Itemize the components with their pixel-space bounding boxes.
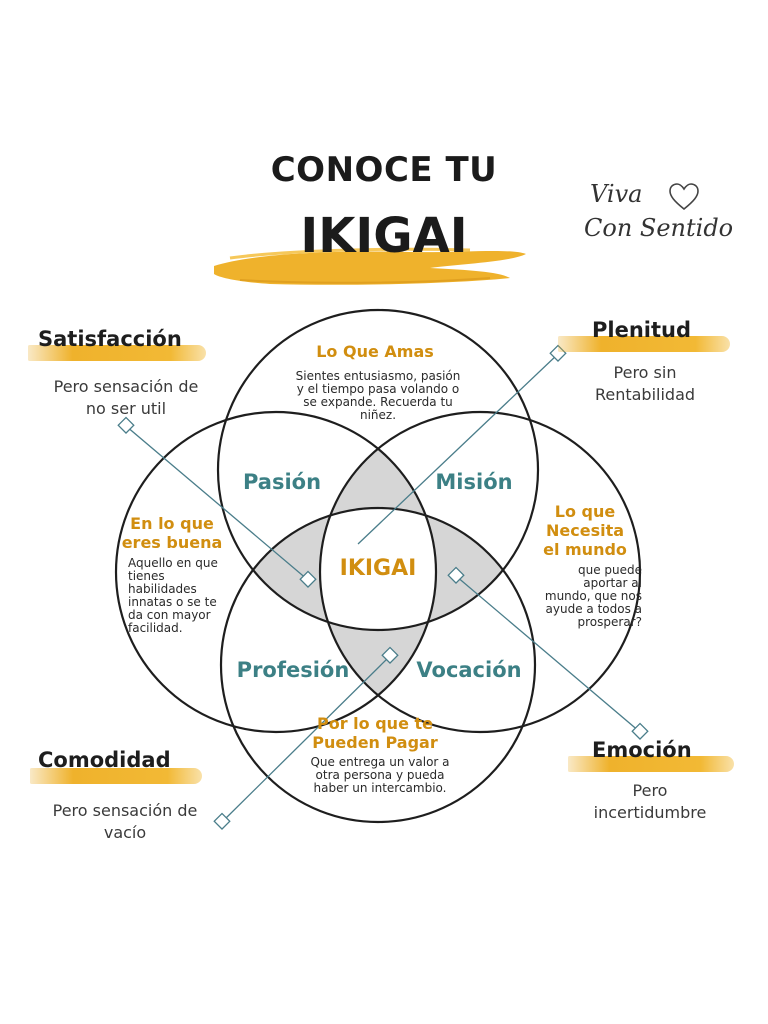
- circle-bottom: [219, 506, 537, 824]
- satisfaccion-highlight: [28, 345, 206, 361]
- title-line: En lo que: [130, 514, 214, 533]
- satisfaccion-title: Satisfacción: [38, 327, 182, 351]
- brand-logo: Viva Con Sentido: [580, 180, 740, 250]
- desc-line: otra persona y pueda: [315, 768, 445, 782]
- diamond-marker: [299, 570, 317, 588]
- circle-top-description: Sientes entusiasmo, pasión y el tiempo p…: [278, 370, 478, 422]
- page-title-line2: IKIGAI: [300, 208, 468, 264]
- desc-line: facilidad.: [128, 621, 183, 635]
- circle-top: [216, 308, 540, 632]
- satisfaccion-line1: Pero sensación de: [53, 377, 199, 396]
- desc-line: aportar al: [583, 576, 642, 590]
- circle-right-title: Lo que Necesita el mundo: [530, 502, 640, 559]
- overlap-top-bottom: [221, 508, 535, 630]
- title-line: Lo que: [554, 502, 616, 521]
- emocion-title: Emoción: [592, 738, 692, 762]
- desc-line: haber un intercambio.: [313, 781, 447, 795]
- desc-line: Sientes entusiasmo, pasión: [295, 369, 461, 383]
- emocion-line1: Pero: [632, 781, 668, 800]
- label-mision: Misión: [435, 470, 513, 494]
- diamond-marker: [631, 722, 649, 740]
- diamond-marker: [117, 416, 135, 434]
- emocion-line2: incertidumbre: [593, 803, 707, 822]
- brush-stroke: [214, 247, 526, 285]
- title-line: Por lo que te: [317, 714, 433, 733]
- connector-plenitud: [357, 353, 559, 545]
- plenitud-line2: Rentabilidad: [594, 385, 696, 404]
- title-line: el mundo: [543, 540, 627, 559]
- comodidad-line2: vacío: [103, 823, 147, 842]
- desc-line: niñez.: [359, 408, 397, 422]
- label-pasion: Pasión: [242, 470, 322, 494]
- title-line: eres buena: [121, 533, 223, 552]
- comodidad-highlight: [30, 768, 202, 784]
- comodidad-title: Comodidad: [38, 748, 171, 772]
- plenitud-highlight: [558, 336, 730, 352]
- connector-comodidad: [221, 655, 391, 823]
- heart-icon: [669, 183, 699, 211]
- plenitud-title: Plenitud: [592, 318, 692, 342]
- circle-right: [318, 410, 642, 734]
- title-line: Necesita: [545, 521, 625, 540]
- emocion-subtitle: Pero incertidumbre: [565, 780, 735, 824]
- circle-left-title: En lo que eres buena: [112, 514, 232, 552]
- desc-line: Que entrega un valor a: [310, 755, 450, 769]
- circle-top-title: Lo Que Amas: [316, 342, 434, 361]
- plenitud-line1: Pero sin: [613, 363, 677, 382]
- desc-line: prosperar?: [577, 615, 642, 629]
- comodidad-line1: Pero sensación de: [52, 801, 198, 820]
- title-line: Pueden Pagar: [312, 733, 438, 752]
- circle-left-description: Aquello en que tienes habilidades innata…: [128, 557, 248, 635]
- diamond-marker: [213, 812, 231, 830]
- comodidad-subtitle: Pero sensación de vacío: [20, 800, 230, 844]
- desc-line: habilidades: [128, 582, 197, 596]
- satisfaccion-subtitle: Pero sensación de no ser util: [26, 376, 226, 420]
- circle-right-description: que puede aportar al mundo, que nos ayud…: [522, 564, 642, 629]
- desc-line: innatas o se te: [128, 595, 217, 609]
- desc-line: da con mayor: [128, 608, 211, 622]
- diamond-marker: [381, 646, 399, 664]
- desc-line: ayude a todos a: [545, 602, 642, 616]
- desc-line: y el tiempo pasa volando o: [296, 382, 460, 396]
- circle-bottom-title: Por lo que te Pueden Pagar: [290, 714, 460, 752]
- circle-left: [114, 410, 438, 734]
- desc-line: que puede: [577, 563, 642, 577]
- label-vocacion: Vocación: [416, 658, 522, 682]
- circle-bottom-description: Que entrega un valor a otra persona y pu…: [290, 756, 470, 795]
- connector-emocion: [455, 575, 641, 733]
- satisfaccion-line2: no ser util: [85, 399, 167, 418]
- desc-line: tienes: [128, 569, 165, 583]
- logo-line1: Viva: [590, 180, 643, 208]
- desc-line: se expande. Recuerda tu: [303, 395, 453, 409]
- overlap-left-right: [320, 412, 436, 732]
- emocion-highlight: [568, 756, 734, 772]
- connector-satisfaccion: [125, 425, 309, 581]
- plenitud-subtitle: Pero sin Rentabilidad: [560, 362, 730, 406]
- page-title-line1: CONOCE TU: [270, 150, 498, 190]
- label-ikigai-center: IKIGAI: [339, 556, 417, 581]
- desc-line: mundo, que nos: [544, 589, 642, 603]
- label-profesion: Profesión: [236, 658, 350, 682]
- logo-line2: Con Sentido: [584, 214, 734, 242]
- diamond-marker: [447, 566, 465, 584]
- desc-line: Aquello en que: [128, 556, 218, 570]
